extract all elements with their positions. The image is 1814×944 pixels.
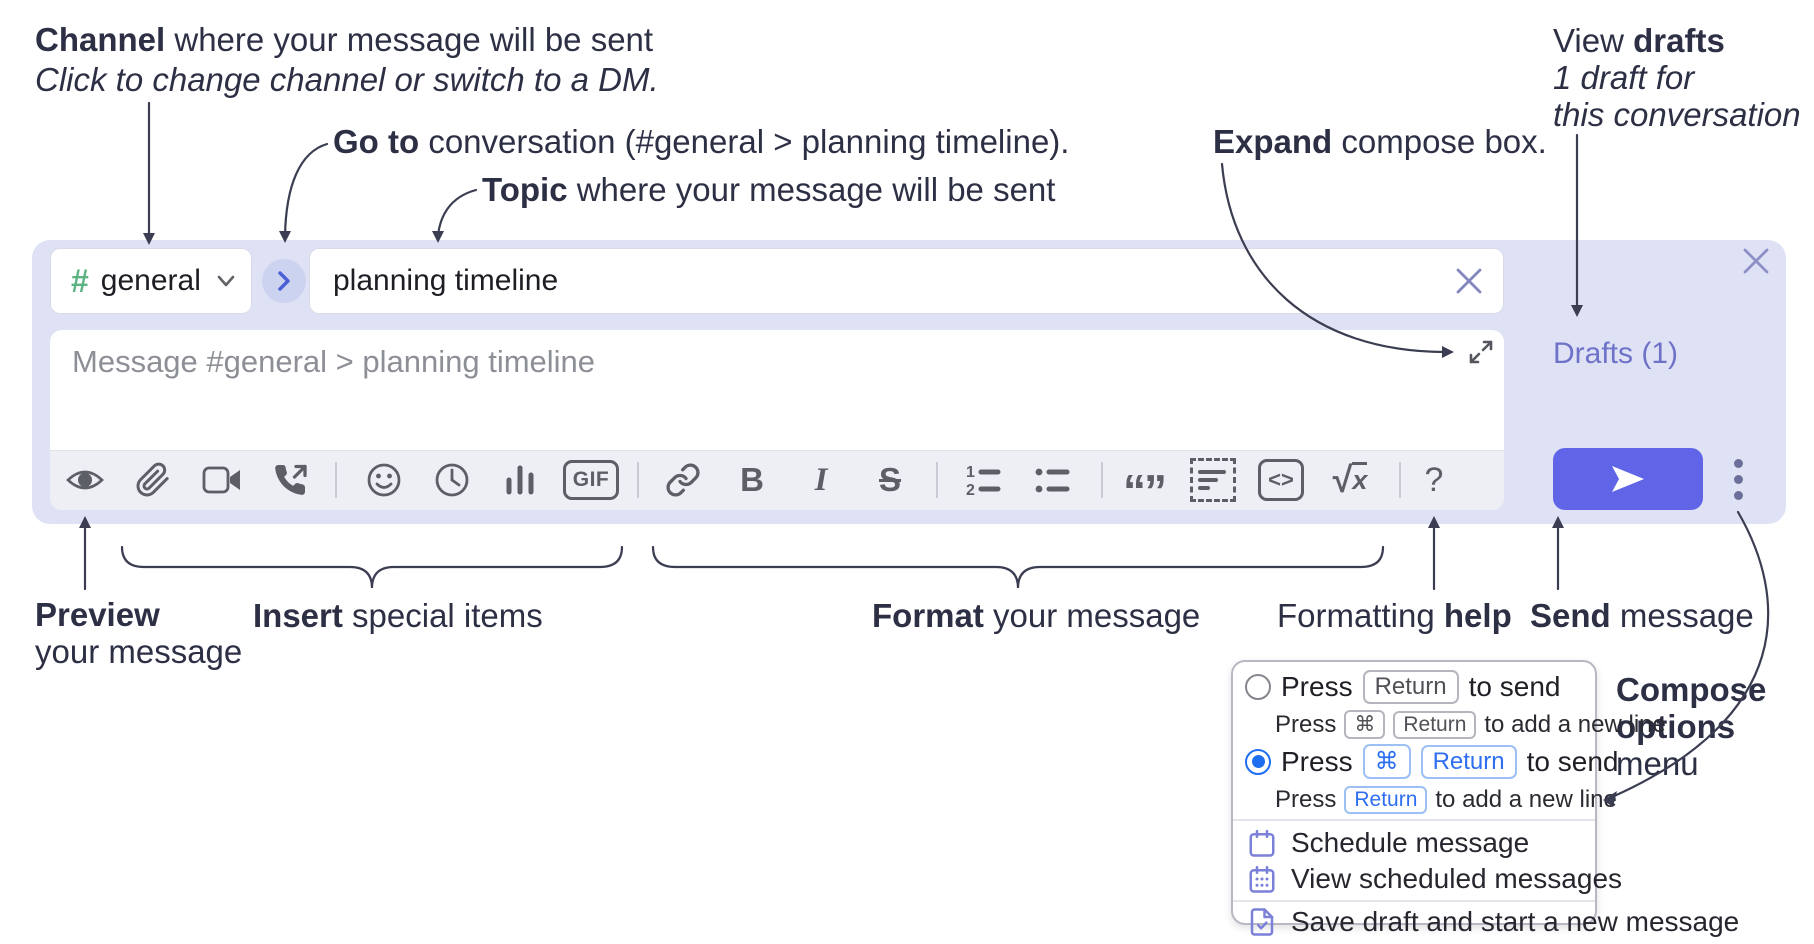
channel-name: general: [100, 264, 201, 297]
goto-annotation: Go to conversation (#general > planning …: [333, 123, 1070, 160]
emoji-icon[interactable]: [354, 450, 414, 510]
paperclip-icon[interactable]: [123, 450, 183, 510]
expand-compose-icon[interactable]: [1467, 338, 1495, 366]
blockquote-icon[interactable]: “”: [1123, 465, 1167, 517]
video-icon[interactable]: [192, 450, 252, 510]
link-icon[interactable]: [653, 450, 713, 510]
preview-eye-icon[interactable]: [55, 450, 115, 510]
send-option-cmd-return-subtext: Press Return to add a new line: [1275, 786, 1617, 814]
calendar-dots-icon: [1249, 865, 1275, 893]
toolbar-divider: [936, 462, 938, 498]
send-button[interactable]: [1553, 448, 1703, 510]
chevron-down-icon: [217, 275, 235, 287]
view-drafts-annotation: View drafts 1 draft for this conversatio…: [1553, 22, 1801, 133]
schedule-message-item[interactable]: Schedule message: [1247, 827, 1529, 859]
poll-icon[interactable]: [490, 450, 550, 510]
channel-selector-button[interactable]: # general: [50, 248, 252, 314]
svg-text:1: 1: [966, 464, 975, 481]
message-placeholder: Message #general > planning timeline: [72, 344, 596, 379]
draft-check-icon: [1250, 908, 1274, 936]
view-scheduled-messages-item[interactable]: View scheduled messages: [1247, 863, 1622, 895]
toolbar-divider: [1399, 462, 1401, 498]
topic-value: planning timeline: [333, 264, 559, 297]
clock-icon[interactable]: [422, 450, 482, 510]
send-option-return-subtext: Press ⌘ Return to add a new line: [1275, 710, 1666, 739]
toolbar-divider: [637, 462, 639, 498]
radio-unselected-icon[interactable]: [1245, 674, 1271, 700]
gif-icon[interactable]: GIF: [561, 450, 621, 510]
save-draft-item[interactable]: Save draft and start a new message: [1247, 906, 1739, 938]
send-option-return[interactable]: Press Return to send: [1245, 670, 1560, 704]
send-annotation: Send message: [1530, 597, 1754, 634]
formatting-help-icon[interactable]: ?: [1424, 460, 1444, 499]
topic-annotation: Topic where your message will be sent: [482, 171, 1056, 208]
topic-input[interactable]: planning timeline: [309, 248, 1504, 314]
goto-conversation-button[interactable]: [262, 259, 306, 303]
menu-divider: [1233, 819, 1595, 821]
phone-call-icon[interactable]: [260, 450, 320, 510]
radio-selected-icon[interactable]: [1245, 748, 1271, 775]
clear-topic-icon[interactable]: [1455, 267, 1483, 295]
menu-divider: [1233, 900, 1595, 902]
italic-icon[interactable]: I: [814, 461, 828, 498]
toolbar-divider: [1101, 462, 1103, 498]
bulleted-list-icon[interactable]: [1022, 450, 1082, 510]
format-annotation: Format your message: [872, 597, 1201, 634]
drafts-link[interactable]: Drafts (1): [1553, 337, 1679, 370]
insert-annotation: Insert special items: [253, 597, 543, 634]
preview-annotation: Preview your message: [35, 596, 243, 670]
strikethrough-icon[interactable]: S: [878, 461, 901, 498]
send-option-cmd-return[interactable]: Press ⌘ Return to send: [1245, 744, 1618, 779]
formula-icon[interactable]: √x: [1332, 459, 1368, 500]
channel-annotation: Channel where your message will be sent …: [35, 21, 659, 98]
inline-code-icon[interactable]: <>: [1251, 450, 1311, 510]
compose-options-button[interactable]: [1720, 448, 1756, 510]
formatting-help-annotation: Formatting help: [1277, 597, 1512, 634]
svg-text:2: 2: [966, 482, 975, 499]
close-icon[interactable]: [1742, 247, 1770, 275]
toolbar-divider: [335, 462, 337, 498]
bold-icon[interactable]: B: [740, 461, 764, 498]
compose-options-menu: Press Return to send Press ⌘ Return to a…: [1231, 660, 1739, 937]
code-block-icon[interactable]: [1183, 450, 1243, 510]
calendar-icon: [1249, 829, 1275, 857]
send-plane-icon: [1612, 466, 1644, 492]
expand-annotation: Expand compose box.: [1213, 123, 1547, 160]
hash-icon: #: [71, 262, 89, 299]
chevron-right-icon: [278, 271, 290, 291]
